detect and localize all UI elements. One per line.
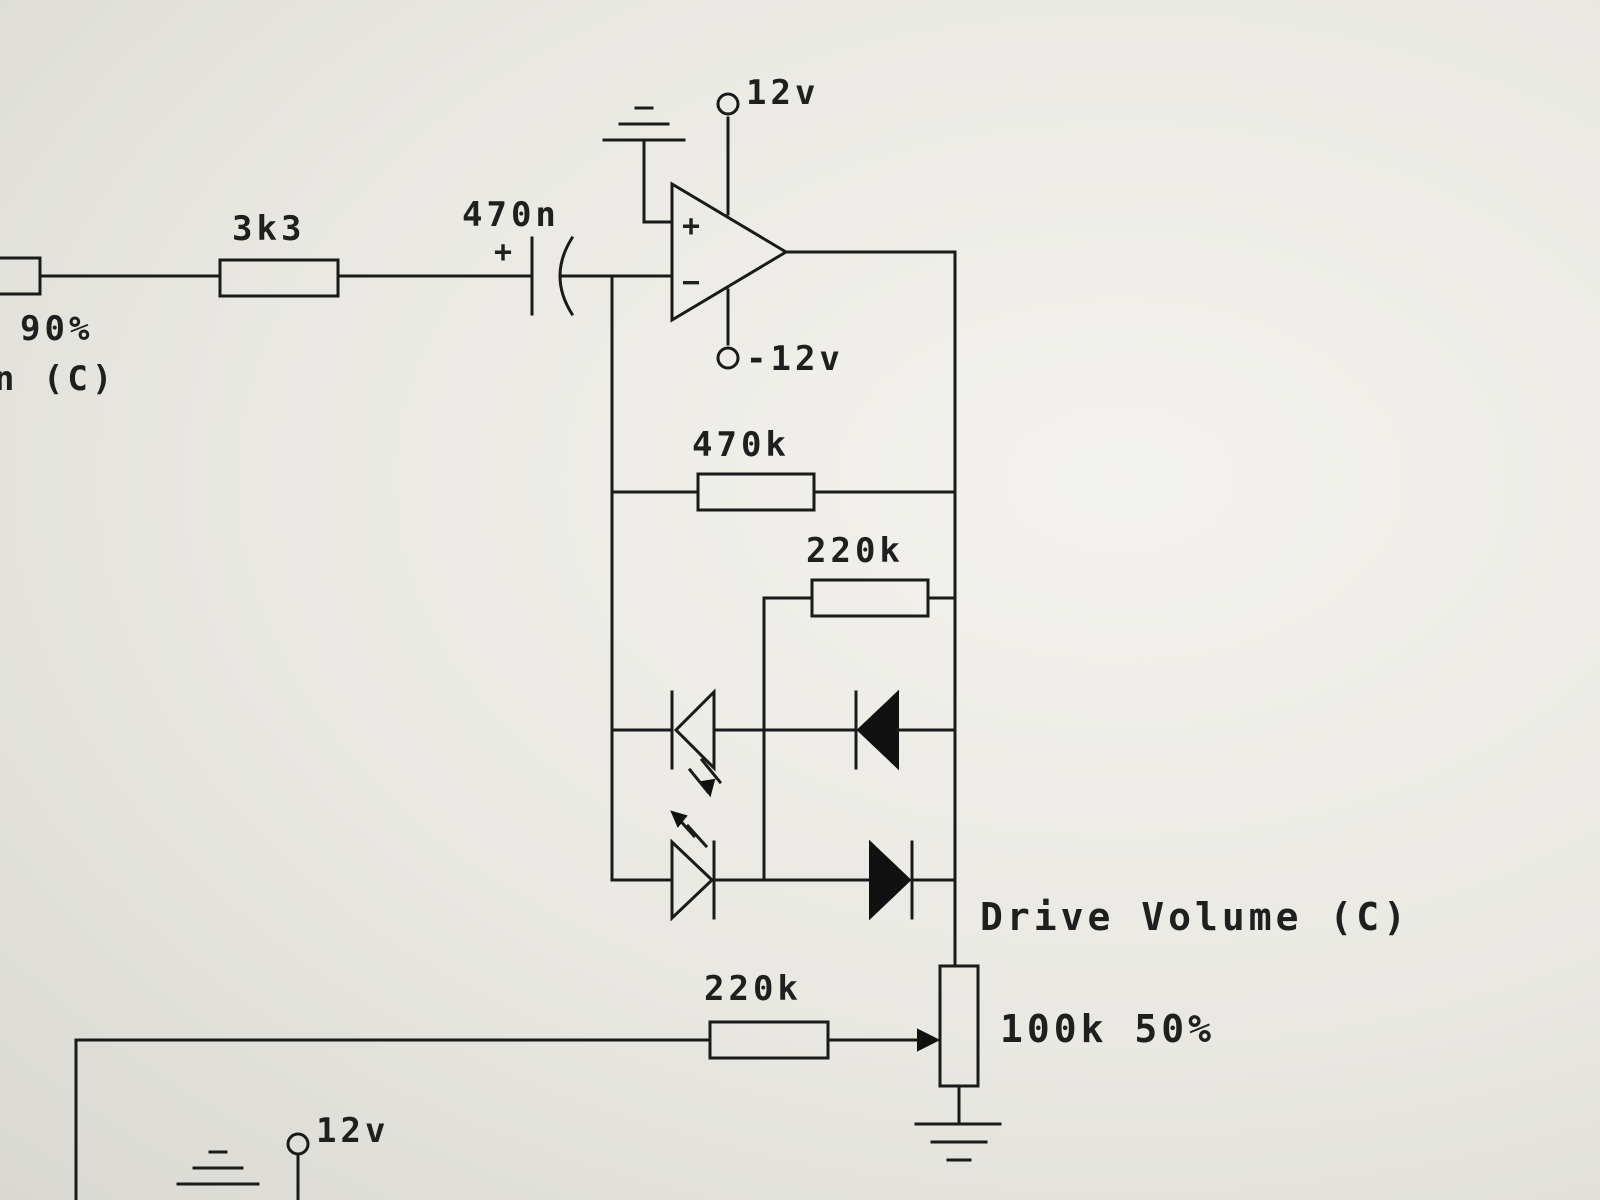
resistor-220k-wiper	[708, 1020, 830, 1060]
feedback-network	[610, 250, 957, 968]
vplus-bottom-terminal-icon	[286, 1132, 310, 1156]
wiper-line	[74, 1020, 941, 1200]
opamp-plus-input-sign: +	[682, 209, 704, 244]
capacitor-470n	[530, 235, 674, 317]
pot-value-label: 100k 50%	[1000, 1007, 1215, 1051]
vplus-bottom-label: 12v	[316, 1111, 389, 1151]
diode-1-icon	[854, 689, 899, 771]
vplus-terminal-icon	[716, 92, 740, 116]
vplus-top-label: 12v	[746, 73, 819, 113]
drive-volume-label: Drive Volume (C)	[980, 895, 1410, 939]
resistor-470k-label: 470k	[692, 425, 790, 465]
input-signal-line	[0, 256, 534, 298]
vminus-label: -12v	[746, 339, 844, 379]
resistor-470k	[696, 472, 816, 512]
opamp-minus-input-sign: −	[682, 265, 704, 300]
left-pot-body-partial	[0, 256, 42, 296]
drive-volume-pot	[914, 964, 1002, 1162]
led-1-icon	[670, 688, 723, 798]
vminus-terminal-icon	[716, 346, 740, 370]
bottom-supply-fragment	[176, 1132, 310, 1200]
left-pot-percent-label: 90%	[20, 309, 93, 349]
resistor-220k-feedback	[810, 578, 930, 618]
diode-2-icon	[869, 839, 914, 921]
resistor-3k3	[218, 258, 340, 298]
pot-body	[938, 964, 980, 1088]
resistor-220k-feedback-label: 220k	[806, 531, 904, 571]
resistor-220k-wiper-label: 220k	[704, 969, 802, 1009]
op-amp	[670, 116, 957, 346]
wiper-arrow-icon	[917, 1028, 941, 1052]
resistor-3k3-label: 3k3	[232, 209, 305, 249]
led-2-icon	[670, 810, 716, 922]
capacitor-polarity-plus: +	[494, 235, 516, 270]
capacitor-470n-label: 470n	[462, 195, 560, 235]
left-pot-name-label: n (C)	[0, 359, 116, 399]
opamp-plus-input-ground	[602, 106, 686, 224]
